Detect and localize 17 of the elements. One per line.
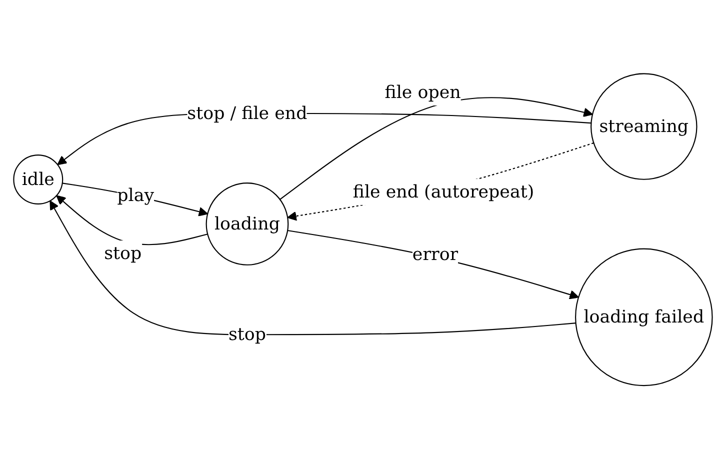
edge-label: play — [117, 184, 154, 206]
arrow — [287, 142, 594, 221]
node-circle: idle — [13, 154, 64, 204]
edge-label: error — [412, 243, 458, 264]
edge-label: stop — [228, 324, 266, 344]
arrow — [62, 182, 208, 216]
arrow — [288, 230, 579, 300]
arrow — [56, 195, 208, 245]
node-circle: loading failed — [575, 248, 713, 386]
edge-label: file end (autorepeat) — [352, 180, 534, 202]
edge-label: stop / file end — [187, 102, 308, 124]
edge-label: stop — [104, 242, 142, 264]
node-circle: streaming — [590, 73, 698, 180]
arrow — [50, 200, 576, 336]
arrow — [280, 96, 593, 200]
edge-label: file open — [384, 81, 461, 102]
node-circle: loading — [206, 182, 289, 266]
